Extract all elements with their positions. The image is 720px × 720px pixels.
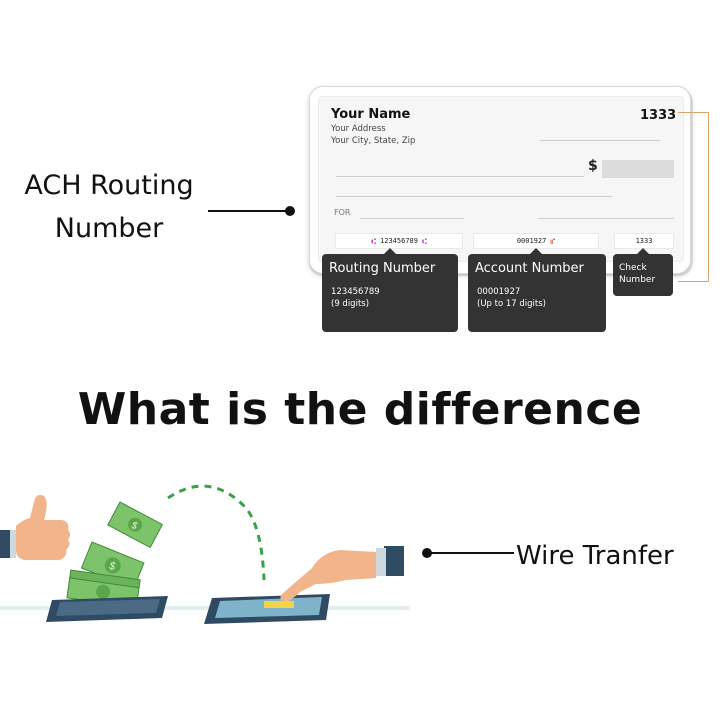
- headline: What is the difference: [77, 384, 643, 435]
- signature-line: [538, 218, 674, 219]
- micr-check: 1333: [614, 233, 674, 249]
- phone-icon: [204, 594, 330, 624]
- ach-routing-label: ACH Routing Number: [14, 164, 204, 250]
- ach-label-line1: ACH Routing: [24, 170, 194, 201]
- callout-pointer: [637, 248, 649, 254]
- check-address: Your Address: [331, 124, 386, 134]
- svg-text:$: $: [129, 520, 140, 533]
- check-number-bracket: [678, 112, 709, 282]
- ground-line: [0, 606, 410, 610]
- money-bills-icon: $ $: [66, 501, 164, 609]
- callout-title-line1: Check: [619, 263, 647, 273]
- micr-transit-icon: ⑆: [371, 236, 377, 246]
- account-number-callout: Account Number 00001927 (Up to 17 digits…: [468, 248, 606, 332]
- check-number-callout: Check Number: [613, 248, 673, 296]
- callout-pointer: [530, 248, 542, 254]
- micr-transit-icon: ⑆: [421, 236, 427, 246]
- phone-icon: [46, 596, 168, 622]
- pointing-hand-icon: [280, 546, 404, 602]
- date-line: [540, 140, 660, 141]
- dashed-arc-icon: [167, 484, 266, 581]
- micr-routing: ⑆ 123456789 ⑆: [335, 233, 463, 249]
- callout-title-line2: Number: [619, 275, 656, 285]
- memo-line: [360, 218, 464, 219]
- ach-pointer-line: [208, 210, 288, 212]
- ach-label-line2: Number: [54, 213, 164, 244]
- amount-box: [602, 160, 674, 178]
- check-city-state-zip: Your City, State, Zip: [331, 136, 416, 146]
- memo-label: FOR: [334, 208, 351, 217]
- callout-detail-value: 123456789: [331, 287, 380, 297]
- micr-check-digits: 1333: [635, 237, 653, 245]
- callout-title: Account Number: [475, 261, 584, 276]
- check-number-top: 1333: [640, 108, 677, 123]
- callout-detail-note: (9 digits): [331, 299, 370, 309]
- wire-pointer-dot: [422, 548, 432, 558]
- wire-pointer-line: [430, 552, 514, 554]
- dollar-sign: $: [588, 158, 598, 174]
- micr-on-us-icon: ⑈: [550, 236, 556, 246]
- payee-line: [336, 176, 584, 177]
- callout-detail-note: (Up to 17 digits): [477, 299, 546, 309]
- callout-detail-value: 00001927: [477, 287, 521, 297]
- amount-words-line: [336, 196, 612, 197]
- wire-transfer-illustration: $ $: [0, 484, 410, 624]
- micr-routing-digits: 123456789: [380, 237, 418, 245]
- wire-transfer-label: Wire Tranfer: [516, 541, 674, 571]
- ach-pointer-dot: [285, 206, 295, 216]
- routing-number-callout: Routing Number 123456789 (9 digits): [322, 248, 458, 332]
- thumbs-up-icon: [0, 494, 70, 560]
- callout-pointer: [384, 248, 396, 254]
- callout-title: Routing Number: [329, 261, 436, 276]
- check-account-name: Your Name: [331, 107, 411, 122]
- svg-text:$: $: [107, 559, 118, 574]
- micr-account: 0001927 ⑈: [473, 233, 599, 249]
- micr-account-digits: 0001927: [516, 237, 547, 245]
